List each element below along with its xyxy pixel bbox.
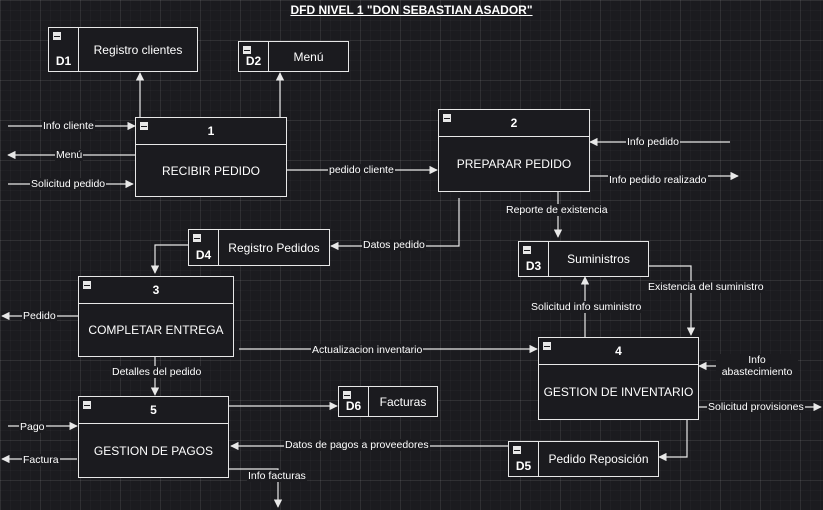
flow-label-solicitud-pedido: Solicitud pedido xyxy=(30,178,107,190)
process-1[interactable]: 1 RECIBIR PEDIDO xyxy=(135,117,287,197)
flow-label-solicitud-info-suministro: Solicitud info suministro xyxy=(530,301,643,313)
flow-label-info-pedido-realizado: Info pedido realizado xyxy=(608,174,708,186)
store-name: Menú xyxy=(293,49,324,64)
process-id: 3 xyxy=(79,277,233,304)
store-name: Registro clientes xyxy=(93,42,183,57)
flow-label-info-cliente: Info cliente xyxy=(42,120,95,132)
process-name: RECIBIR PEDIDO xyxy=(161,163,260,178)
process-name: GESTION DE PAGOS xyxy=(93,443,214,458)
flow-d4-p3 xyxy=(150,244,188,274)
collapse-icon[interactable] xyxy=(53,32,61,40)
process-name: PREPARAR PEDIDO xyxy=(456,157,572,171)
store-d4[interactable]: D4 Registro Pedidos xyxy=(188,229,330,266)
collapse-icon[interactable] xyxy=(343,391,351,399)
flow-label-solicitud-provisiones: Solicitud provisiones xyxy=(707,401,805,413)
store-id: D1 xyxy=(55,54,72,68)
store-id: D6 xyxy=(345,399,362,413)
process-id: 1 xyxy=(136,118,286,145)
flow-label-pedido: Pedido xyxy=(22,310,57,322)
flow-label-detalles-pedido: Detalles del pedido xyxy=(111,366,203,378)
collapse-icon[interactable] xyxy=(513,446,521,454)
process-id: 5 xyxy=(79,397,228,424)
process-name: GESTION DE INVENTARIO xyxy=(543,385,694,399)
collapse-icon[interactable] xyxy=(83,281,91,289)
process-4[interactable]: 4 GESTION DE INVENTARIO xyxy=(538,337,699,420)
flow-label-info-abastecimiento: Info abastecimiento xyxy=(716,354,798,378)
store-d3[interactable]: D3 Suministros xyxy=(518,241,649,277)
diagram-title: DFD NIVEL 1 "DON SEBASTIAN ASADOR" xyxy=(290,3,533,17)
flow-label-existencia-suministro: Existencia del suministro xyxy=(647,281,765,293)
flow-label-pedido-cliente: pedido cliente xyxy=(328,164,395,176)
flow-existencia-suministro xyxy=(648,265,696,336)
flow-label-info-pedido: Info pedido xyxy=(626,136,680,148)
flow-label-factura: Factura xyxy=(22,454,60,466)
flow-label-datos-pedido: Datos pedido xyxy=(362,239,426,251)
store-name: Registro Pedidos xyxy=(228,240,320,255)
store-name: Pedido Reposición xyxy=(548,452,649,466)
process-3[interactable]: 3 COMPLETAR ENTREGA xyxy=(78,276,234,357)
collapse-icon[interactable] xyxy=(193,234,201,242)
store-d6[interactable]: D6 Facturas xyxy=(338,386,438,417)
flow-p4-d5 xyxy=(658,419,688,462)
collapse-icon[interactable] xyxy=(543,342,551,350)
process-2[interactable]: 2 PREPARAR PEDIDO xyxy=(438,109,590,192)
store-d2[interactable]: D2 Menú xyxy=(238,41,349,72)
process-id: 2 xyxy=(439,110,589,137)
store-id: D5 xyxy=(515,459,532,473)
collapse-icon[interactable] xyxy=(140,122,148,130)
flow-label-actualizacion-inventario: Actualizacion inventario xyxy=(311,344,424,356)
process-id: 4 xyxy=(539,338,698,365)
store-name: Facturas xyxy=(379,394,427,409)
store-id: D2 xyxy=(245,54,262,68)
flow-info-facturas xyxy=(229,468,283,508)
collapse-icon[interactable] xyxy=(83,401,91,409)
process-5[interactable]: 5 GESTION DE PAGOS xyxy=(78,396,229,478)
collapse-icon[interactable] xyxy=(523,246,531,254)
flow-label-reporte-existencia: Reporte de existencia xyxy=(505,204,609,216)
store-id: D3 xyxy=(525,259,542,273)
store-d1[interactable]: D1 Registro clientes xyxy=(48,27,198,72)
store-d5[interactable]: D5 Pedido Reposición xyxy=(508,441,659,477)
flow-label-datos-pagos-proveedores: Datos de pagos a proveedores xyxy=(284,439,430,451)
flow-label-menu: Menú xyxy=(55,149,84,161)
flow-label-info-facturas: Info facturas xyxy=(247,470,307,482)
collapse-icon[interactable] xyxy=(243,46,251,54)
collapse-icon[interactable] xyxy=(443,114,451,122)
store-name: Suministros xyxy=(567,252,630,266)
store-id: D4 xyxy=(195,248,212,262)
process-name: COMPLETAR ENTREGA xyxy=(88,323,224,337)
flow-label-pago: Pago xyxy=(19,421,46,433)
